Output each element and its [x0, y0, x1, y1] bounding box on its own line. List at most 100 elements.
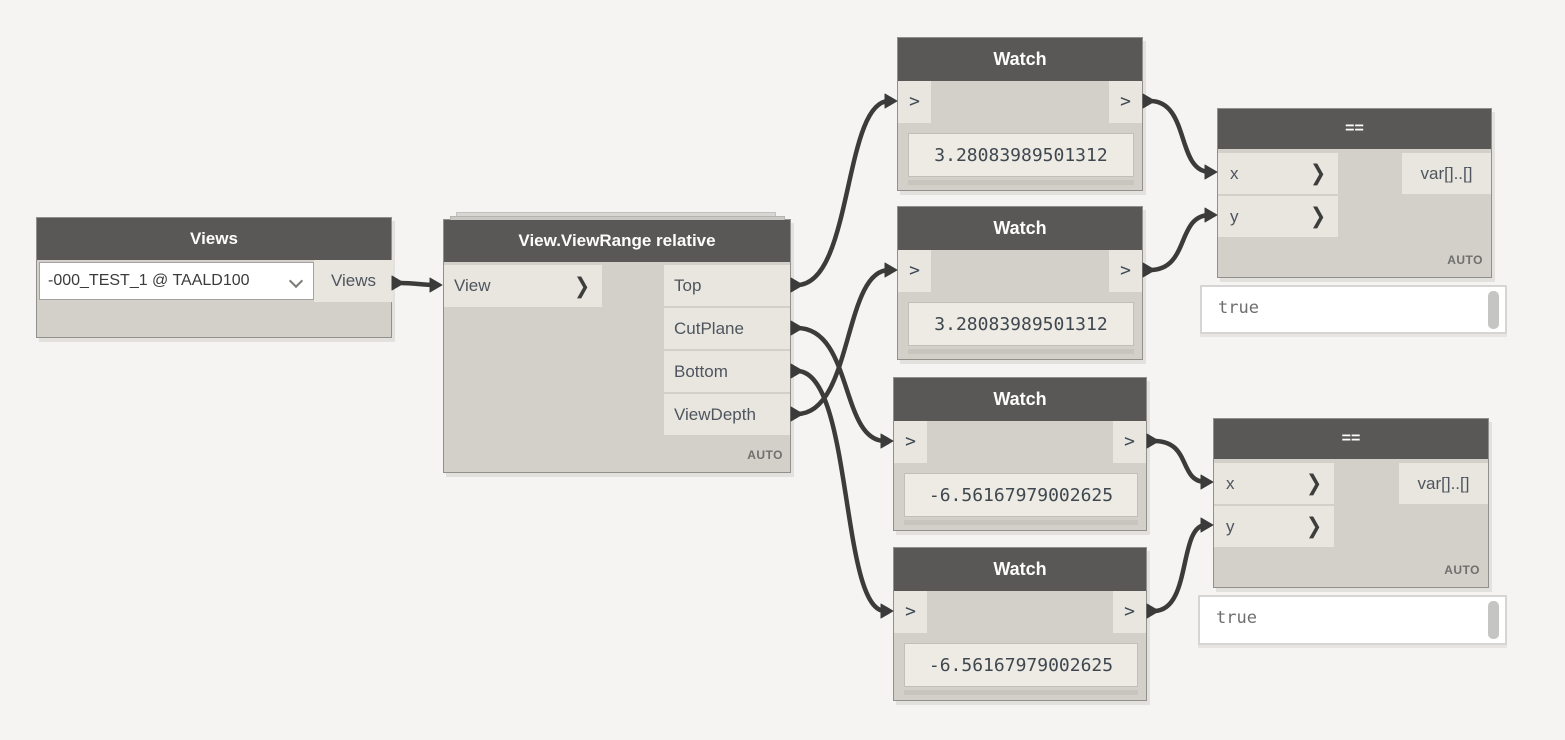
watch-node-2[interactable]: Watch > > 3.28083989501312 [897, 206, 1143, 360]
preview-bubble-2[interactable]: true [1198, 595, 1507, 645]
input-port-label: View [454, 276, 491, 295]
use-default-chevron-icon: ❯ [1310, 203, 1326, 229]
port-arrow-icon: > [909, 91, 920, 112]
equals-input-port-y[interactable]: y ❯ [1218, 196, 1338, 237]
input-arrow-icon [880, 433, 894, 449]
input-port-label: y [1230, 206, 1239, 226]
input-port-label: y [1226, 516, 1235, 536]
input-arrow-icon [429, 277, 443, 293]
output-port-label: var[]..[] [1420, 163, 1473, 183]
use-default-chevron-icon: ❯ [1306, 470, 1322, 496]
viewrange-output-port-cutplane[interactable]: CutPlane [664, 308, 790, 349]
viewrange-output-port-top[interactable]: Top [664, 265, 790, 306]
watch-node-3[interactable]: Watch > > -6.56167979002625 [893, 377, 1147, 531]
equals-node-header[interactable]: == [1214, 419, 1488, 459]
equals-output-port[interactable]: var[]..[] [1402, 153, 1491, 194]
equals-output-port[interactable]: var[]..[] [1399, 463, 1488, 504]
equals-input-port-x[interactable]: x ❯ [1218, 153, 1338, 194]
viewrange-node[interactable]: View.ViewRange relative View ❯ Top CutPl… [443, 212, 791, 473]
watch-node-header[interactable]: Watch [894, 378, 1146, 421]
watch-input-port[interactable]: > [894, 591, 927, 633]
viewrange-node-header[interactable]: View.ViewRange relative [444, 220, 790, 262]
input-arrow-icon [1204, 207, 1218, 223]
connector-bottom-to-watch4[interactable] [794, 368, 888, 614]
watch-hscrollbar[interactable] [904, 520, 1138, 525]
views-output-port[interactable]: Views [314, 260, 393, 302]
input-arrow-icon [1200, 517, 1214, 533]
output-arrow-icon [1146, 433, 1160, 449]
output-arrow-icon [1142, 262, 1156, 278]
output-port-label: var[]..[] [1417, 473, 1470, 493]
watch-input-port[interactable]: > [898, 81, 931, 123]
port-arrow-icon: > [905, 431, 916, 452]
viewrange-input-port-view[interactable]: View ❯ [444, 265, 602, 307]
watch-input-port[interactable]: > [894, 421, 927, 463]
output-arrow-icon [391, 275, 405, 291]
viewrange-output-port-bottom[interactable]: Bottom [664, 351, 790, 392]
views-dropdown[interactable]: -000_TEST_1 @ TAALD100 [39, 262, 314, 300]
watch-hscrollbar[interactable] [904, 690, 1138, 695]
use-default-chevron-icon: ❯ [1306, 513, 1322, 539]
lacing-indicator: AUTO [1447, 253, 1483, 267]
watch-output-port[interactable]: > [1109, 250, 1142, 292]
bubble-scrollbar-thumb[interactable] [1488, 601, 1499, 639]
views-node[interactable]: Views Views -000_TEST_1 @ TAALD100 [36, 217, 393, 338]
equals-node-header[interactable]: == [1218, 109, 1491, 149]
connector-cutplane-to-watch3[interactable] [794, 325, 888, 444]
watch-output-port[interactable]: > [1109, 81, 1142, 123]
viewrange-output-port-viewdepth[interactable]: ViewDepth [664, 394, 790, 435]
port-arrow-icon: > [909, 260, 920, 281]
input-arrow-icon [1200, 474, 1214, 490]
use-default-chevron-icon: ❯ [1310, 160, 1326, 186]
equals-input-port-y[interactable]: y ❯ [1214, 506, 1334, 547]
input-arrow-icon [880, 603, 894, 619]
watch-node-4[interactable]: Watch > > -6.56167979002625 [893, 547, 1147, 701]
preview-value: true [1218, 298, 1259, 318]
output-port-label: CutPlane [674, 318, 744, 338]
watch-node-header[interactable]: Watch [894, 548, 1146, 591]
watch-hscrollbar[interactable] [908, 180, 1134, 185]
port-arrow-icon: > [905, 601, 916, 622]
equals-node-1[interactable]: == x ❯ y ❯ var[]..[] AUTO [1217, 108, 1492, 278]
equals-input-port-x[interactable]: x ❯ [1214, 463, 1334, 504]
watch-value: 3.28083989501312 [908, 133, 1134, 177]
output-port-label: Top [674, 275, 702, 295]
watch-input-port[interactable]: > [898, 250, 931, 292]
watch-node-1[interactable]: Watch > > 3.28083989501312 [897, 37, 1143, 191]
connector-views-to-view[interactable] [397, 280, 437, 288]
output-port-label: Bottom [674, 361, 728, 381]
input-port-label: x [1226, 473, 1235, 493]
output-arrow-icon [790, 320, 804, 336]
watch-output-port[interactable]: > [1113, 591, 1146, 633]
connector-watch1-to-eq1x[interactable] [1147, 98, 1213, 175]
connector-watch3-to-eq2x[interactable] [1151, 438, 1209, 485]
port-arrow-icon: > [1120, 260, 1131, 281]
equals-node-2[interactable]: == x ❯ y ❯ var[]..[] AUTO [1213, 418, 1489, 588]
watch-node-header[interactable]: Watch [898, 207, 1142, 250]
output-arrow-icon [1146, 603, 1160, 619]
dropdown-chevron-icon [288, 273, 304, 289]
connector-top-to-watch1[interactable] [794, 98, 892, 288]
watch-node-header[interactable]: Watch [898, 38, 1142, 81]
watch-value: 3.28083989501312 [908, 302, 1134, 346]
port-arrow-icon: > [1120, 91, 1131, 112]
lacing-indicator: AUTO [747, 448, 783, 462]
connector-watch2-to-eq1y[interactable] [1147, 212, 1213, 273]
port-arrow-icon: > [1124, 601, 1135, 622]
views-node-header[interactable]: Views [37, 218, 391, 260]
output-arrow-icon [790, 363, 804, 379]
use-default-chevron-icon: ❯ [574, 272, 590, 299]
lacing-indicator: AUTO [1444, 563, 1480, 577]
input-arrow-icon [1204, 164, 1218, 180]
views-output-label: Views [330, 271, 377, 290]
bubble-scrollbar-thumb[interactable] [1488, 291, 1499, 329]
preview-bubble-1[interactable]: true [1200, 285, 1507, 334]
watch-output-port[interactable]: > [1113, 421, 1146, 463]
watch-hscrollbar[interactable] [908, 349, 1134, 354]
output-arrow-icon [790, 277, 804, 293]
connector-viewdepth-to-watch2[interactable] [794, 267, 892, 417]
input-port-label: x [1230, 163, 1239, 183]
output-port-label: ViewDepth [674, 404, 756, 424]
input-arrow-icon [884, 93, 898, 109]
